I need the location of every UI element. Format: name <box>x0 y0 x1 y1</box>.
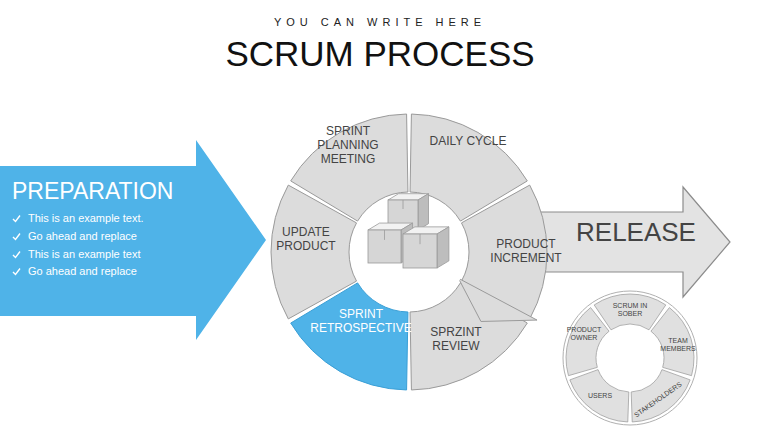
release-arrow-box: RELEASE <box>571 218 701 248</box>
bullet-text: This is an example text <box>28 248 141 261</box>
ring-segment-box: TEAM MEMBERS <box>659 337 697 353</box>
ring-segment-box: UPDATE PRODUCT <box>271 226 341 254</box>
small-ring-segment <box>631 370 690 422</box>
ring-segment-box: USERS <box>582 392 618 400</box>
segment-label: SPRINT PLANNING MEETING <box>306 125 390 166</box>
center-circle <box>351 194 467 310</box>
small-ring-segment <box>570 370 629 422</box>
bullet-text: This is an example text. <box>28 212 144 225</box>
small-ring-segment <box>594 294 666 330</box>
box-tape <box>403 200 404 209</box>
segment-arrowhead <box>458 278 537 321</box>
subtitle: YOU CAN WRITE HERE <box>0 16 760 28</box>
check-stroke <box>13 233 20 239</box>
ring-segment-box: SPRZINT REVIEW <box>421 326 491 354</box>
boxes-illustration <box>368 194 449 268</box>
check-mark <box>12 250 21 259</box>
bullet-row: This is an example text. <box>12 212 192 225</box>
segment-label: TEAM MEMBERS <box>659 337 697 353</box>
bullet-text: Go ahead and replace <box>28 230 137 243</box>
box-tape <box>420 234 421 244</box>
bullet-text: Go ahead and replace <box>28 265 137 278</box>
bullet-row: Go ahead and replace <box>12 230 192 243</box>
small-ring-segment <box>566 308 609 376</box>
preparation-arrow-box: PREPARATION This is an example text. Go ah… <box>12 178 192 278</box>
segment-label: PRODUCT OWNER <box>565 326 603 342</box>
ring-segment-box: SCRUM IN SOBER <box>608 302 652 318</box>
box-front <box>368 230 401 263</box>
ring-segment <box>271 185 357 319</box>
ring-segment-box: DAILY CYCLE <box>428 135 508 149</box>
title: SCRUM PROCESS <box>0 34 760 74</box>
ring-segment-box: PRODUCT INCREMENT <box>488 238 564 266</box>
segment-label: SPRZINT REVIEW <box>421 326 491 354</box>
box-side <box>437 227 449 268</box>
ring-segment-box: SPRINT RETROSPECTIVE <box>309 308 413 336</box>
bullet-row: Go ahead and replace <box>12 265 192 278</box>
segment-label: USERS <box>582 392 618 400</box>
ring-segment-box: PRODUCT OWNER <box>565 326 603 342</box>
segment-label: SPRINT RETROSPECTIVE <box>309 308 413 336</box>
heading: PREPARATION <box>12 178 192 204</box>
check-mark <box>12 214 21 223</box>
box-front <box>403 234 437 268</box>
ring-segment-box: SPRINT PLANNING MEETING <box>306 125 390 166</box>
bullet-row: This is an example text <box>12 248 192 261</box>
segment-label: RELEASE <box>571 218 701 248</box>
check-stroke <box>13 251 20 257</box>
segment-label: PRODUCT INCREMENT <box>488 238 564 266</box>
box-side <box>418 194 429 230</box>
preparation-arrow <box>0 140 266 340</box>
box-tape <box>384 230 385 240</box>
check-mark <box>12 267 21 276</box>
small-ring-outline <box>563 291 697 425</box>
check-stroke <box>13 216 20 222</box>
segment-label: DAILY CYCLE <box>428 135 508 149</box>
segment-label: SCRUM IN SOBER <box>608 302 652 318</box>
roles-ring <box>563 291 697 425</box>
check-mark <box>12 232 21 241</box>
segment-label: UPDATE PRODUCT <box>271 226 341 254</box>
check-stroke <box>13 269 20 275</box>
